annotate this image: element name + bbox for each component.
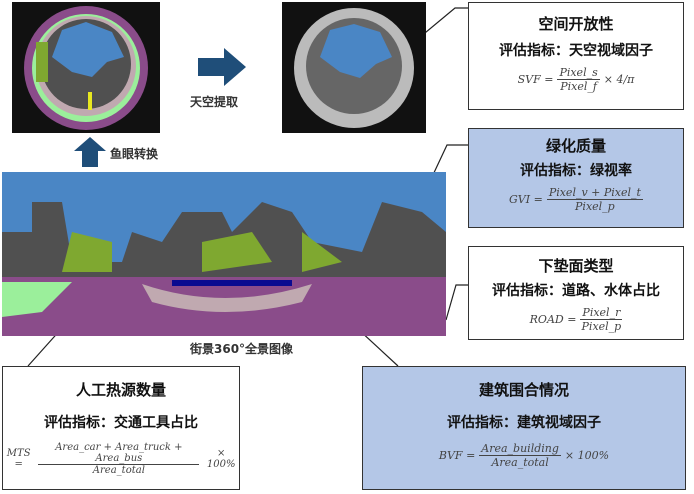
- formula-denominator: Area_total: [491, 456, 549, 469]
- formula-numerator: Pixel_s: [557, 66, 600, 80]
- mts-box: 人工热源数量 评估指标：交通工具占比 MTS = Area_car + Area_…: [2, 366, 240, 490]
- fisheye-convert-label: 鱼眼转换: [110, 147, 159, 161]
- formula-numerator: Pixel_r: [580, 306, 623, 320]
- formula-lhs: SVF =: [517, 73, 554, 86]
- formula-tail: × 4/π: [603, 73, 635, 86]
- bvf-metric: 评估指标：建筑视域因子: [447, 415, 601, 431]
- road-metric: 评估指标：道路、水体占比: [492, 283, 660, 299]
- arrow-up-icon: [74, 137, 106, 167]
- gvi-title: 绿化质量: [545, 137, 606, 155]
- formula-denominator: Pixel_p: [581, 320, 622, 333]
- formula-numerator: Area_car + Area_truck + Area_bus: [38, 442, 200, 465]
- arrow-right-icon: [198, 48, 246, 86]
- fisheye-sky-image: [282, 2, 426, 133]
- fisheye-segmented-image: [12, 2, 160, 133]
- svf-title: 空间开放性: [538, 15, 614, 33]
- formula-tail: × 100%: [206, 448, 236, 470]
- formula-denominator: Area_total: [92, 465, 145, 476]
- formula-denominator: Pixel_p: [575, 200, 615, 213]
- formula-lhs: BVF =: [438, 449, 476, 462]
- mts-title: 人工热源数量: [75, 381, 166, 399]
- formula-denominator: Pixel_f: [560, 80, 597, 93]
- formula-lhs: GVI =: [509, 193, 543, 206]
- formula-numerator: Pixel_v + Pixel_t: [546, 186, 643, 200]
- formula-lhs: ROAD =: [529, 313, 577, 326]
- svf-metric: 评估指标：天空视域因子: [499, 43, 653, 59]
- formula-lhs: MTS =: [6, 448, 31, 470]
- bvf-title: 建筑围合情况: [478, 381, 569, 399]
- formula-numerator: Area_building: [479, 442, 561, 456]
- panorama-segmented-image: [2, 172, 446, 336]
- mts-metric: 评估指标：交通工具占比: [44, 415, 198, 431]
- road-title: 下垫面类型: [538, 257, 614, 275]
- panorama-label: 街景360°全景图像: [190, 342, 294, 356]
- formula-tail: × 100%: [564, 449, 610, 462]
- sky-extract-label: 天空提取: [190, 95, 239, 109]
- gvi-metric: 评估指标：绿视率: [520, 163, 632, 179]
